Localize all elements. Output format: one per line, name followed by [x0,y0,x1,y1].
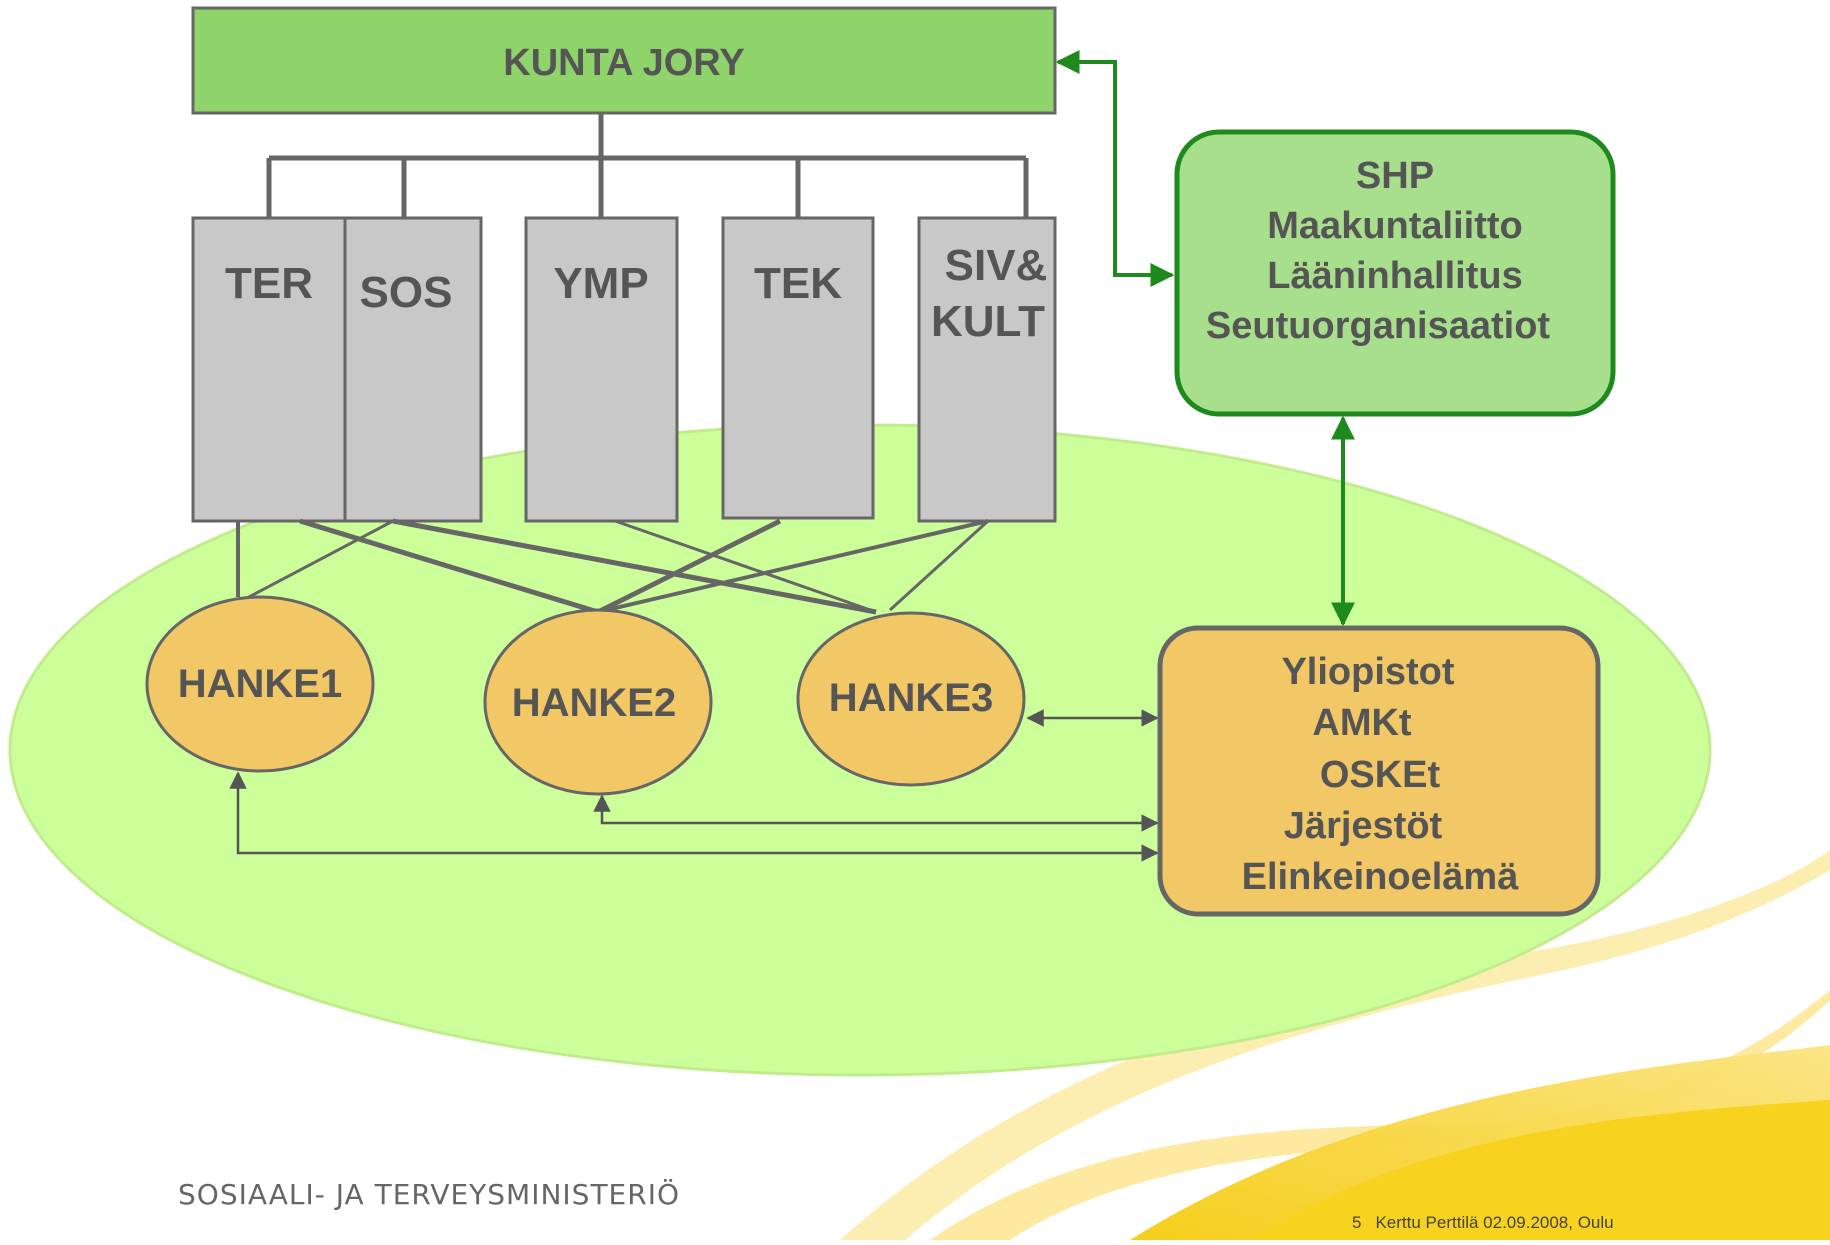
sector-label-ter: TER [225,259,313,308]
sector-box-ymp [524,216,679,523]
partner-line-yliopistot: Yliopistot [1281,651,1454,693]
project-labels: HANKE1 HANKE2 HANKE3 [178,662,993,725]
top-connectors [266,113,1029,218]
sector-label-tek: TEK [754,259,842,308]
sector-label-siv: SIV& [945,241,1048,290]
project-label-hanke1: HANKE1 [178,662,342,706]
regional-line-shp: SHP [1356,155,1434,197]
kunta-jory-label: KUNTA JORY [503,42,744,84]
project-label-hanke2: HANKE2 [512,681,676,725]
sector-labels: TER SOS YMP TEK SIV& KULT [225,241,1047,346]
author-date-place: Kerttu Perttilä 02.09.2008, Oulu [1375,1213,1614,1232]
regional-box: SHP Maakuntaliitto Lääninhallitus Seutuo… [1174,129,1616,417]
green-arrows [1055,50,1355,627]
ministry-name: SOSIAALI- JA TERVEYSMINISTERIÖ [178,1178,680,1211]
sector-label-kult: KULT [931,297,1045,346]
partner-line-elinkeinoelama: Elinkeinoelämä [1242,856,1520,898]
sector-label-ymp: YMP [553,259,648,308]
regional-line-laaninhallitus: Lääninhallitus [1267,255,1522,297]
footer-note: 5 Kerttu Perttilä 02.09.2008, Oulu [1352,1213,1628,1233]
gray-arrows [229,709,1159,862]
sector-box-sos [343,216,483,523]
sector-box-siv-kult [917,216,1057,523]
project-ellipses [145,595,1026,796]
partner-line-osket: OSKEt [1320,754,1441,796]
partner-line-jarjestot: Järjestöt [1284,805,1443,847]
sector-boxes [191,216,1057,523]
sector-label-sos: SOS [360,268,453,317]
sector-box-ter [191,216,347,523]
partners-box: Yliopistot AMKt OSKEt Järjestöt Elinkein… [1157,625,1601,917]
sector-box-tek [721,216,875,520]
project-label-hanke3: HANKE3 [829,676,993,720]
page-number: 5 [1352,1213,1362,1232]
project-hanke1 [145,595,375,773]
sector-project-links [236,518,990,615]
decorative-swoosh [840,850,1830,1240]
regional-line-maakuntaliitto: Maakuntaliitto [1267,205,1522,247]
kunta-jory-box: KUNTA JORY [191,6,1057,115]
arrow-hanke1-partners [229,771,1159,862]
partner-line-amkt: AMKt [1312,702,1412,744]
regional-line-seutuorganisaatiot: Seutuorganisaatiot [1206,305,1550,347]
arrow-jory-regional [1055,50,1175,287]
